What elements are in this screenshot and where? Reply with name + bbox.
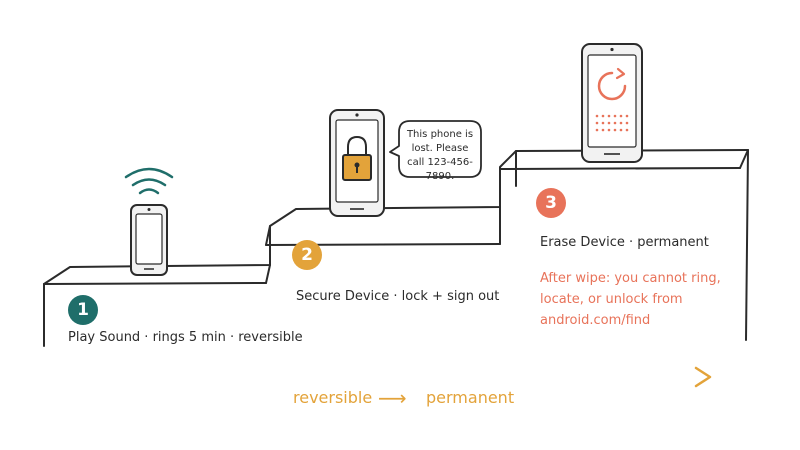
erase-dot bbox=[601, 114, 605, 118]
erase-dot bbox=[625, 121, 629, 125]
erase-dot bbox=[619, 121, 623, 125]
speech-bubble bbox=[389, 120, 482, 178]
sound-waves-icon bbox=[124, 167, 174, 195]
erase-dot bbox=[625, 128, 629, 132]
progression-start-label: reversible bbox=[293, 388, 373, 407]
erase-dot bbox=[595, 114, 599, 118]
erase-dot bbox=[595, 128, 599, 132]
erase-dot bbox=[613, 128, 617, 132]
erase-dot bbox=[619, 114, 623, 118]
erase-dot bbox=[601, 121, 605, 125]
lock-message: This phone is lost. Please call 123-456-… bbox=[406, 129, 474, 182]
erase-dot bbox=[619, 128, 623, 132]
erase-dot bbox=[595, 121, 599, 125]
progression-arrow-glyph: ⟶ bbox=[378, 386, 407, 410]
erase-dot bbox=[607, 114, 611, 118]
erase-warning: After wipe: you cannot ring, locate, or … bbox=[540, 271, 721, 328]
step-3-label: Erase Device · permanent bbox=[540, 235, 709, 250]
erase-dot bbox=[613, 114, 617, 118]
step-1-label: Play Sound · rings 5 min · reversible bbox=[68, 330, 303, 345]
phone-icon bbox=[130, 204, 168, 276]
progression-arrow bbox=[68, 366, 712, 388]
padlock-icon bbox=[342, 135, 372, 181]
erase-dot bbox=[607, 128, 611, 132]
step-1-number: 1 bbox=[68, 295, 98, 325]
phone-icon bbox=[581, 43, 643, 163]
step-2-number: 2 bbox=[292, 240, 322, 270]
erase-dot bbox=[601, 128, 605, 132]
step-2-label: Secure Device · lock + sign out bbox=[296, 289, 500, 304]
step-3-number: 3 bbox=[536, 188, 566, 218]
erase-dot bbox=[607, 121, 611, 125]
progression-end-label: permanent bbox=[426, 388, 515, 407]
erase-dot bbox=[613, 121, 617, 125]
erase-rotate-icon bbox=[595, 67, 629, 132]
erase-dot bbox=[625, 114, 629, 118]
